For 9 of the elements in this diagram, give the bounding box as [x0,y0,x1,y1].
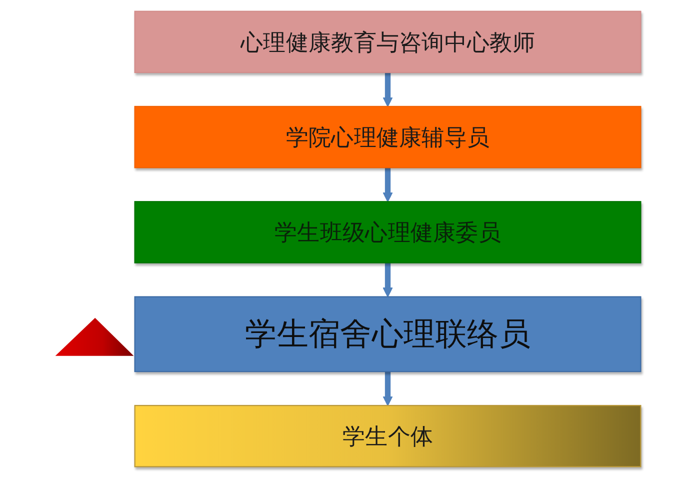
arrow [382,372,393,406]
process-box: 学生班级心理健康委员 [134,201,642,264]
process-box: 学生宿舍心理联络员 [134,296,642,372]
arrow [382,168,393,202]
process-box: 学生个体 [134,404,642,468]
arrow [382,262,393,298]
process-box: 学院心理健康辅导员 [134,106,642,168]
arrow [382,72,393,107]
process-box: 心理健康教育与咨询中心教师 [134,10,642,74]
